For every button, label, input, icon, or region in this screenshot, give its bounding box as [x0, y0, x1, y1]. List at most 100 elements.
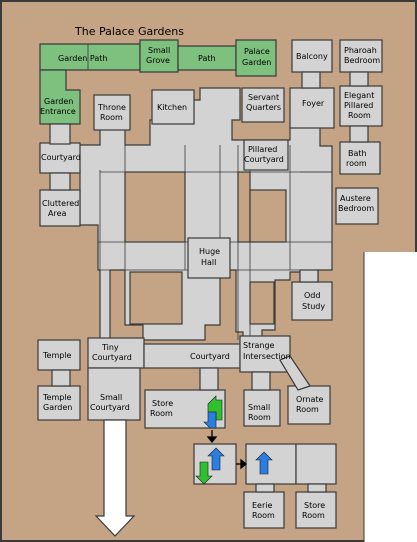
- label-balcony: Balcony: [296, 52, 328, 61]
- label-courtyard-mid: Courtyard: [190, 352, 230, 361]
- label-ornate-room: Ornate: [296, 395, 324, 404]
- strange-intersection-room: [239, 335, 291, 373]
- label-store-room-2: Store: [304, 501, 325, 510]
- label-kitchen: Kitchen: [157, 103, 187, 112]
- huge-hall-room: [187, 237, 231, 279]
- label-small-courtyard: Courtyard: [90, 403, 130, 412]
- label-elegant-pillared: Pillared: [344, 101, 373, 110]
- connector: [51, 369, 71, 387]
- connector: [349, 71, 369, 87]
- connector: [307, 483, 327, 493]
- bath-room: [339, 141, 381, 175]
- label-huge-hall: Huge: [199, 247, 220, 256]
- label-pillared-courtyard: Courtyard: [244, 155, 284, 164]
- inner-void-2: [129, 271, 183, 325]
- small-grove-room: [139, 39, 179, 73]
- label-huge-hall: Hall: [201, 258, 216, 267]
- label-bath-room: Bath: [348, 149, 367, 158]
- ornate-room: [287, 385, 331, 425]
- label-garden-path: Garden Path: [58, 54, 107, 63]
- small-courtyard-room: [87, 367, 141, 421]
- label-temple-garden: Temple: [42, 393, 72, 402]
- store-room-2: [295, 491, 337, 529]
- label-temple-garden: Garden: [43, 403, 72, 412]
- label-servant-quarters: Quarters: [246, 103, 281, 112]
- label-throne-room: Room: [100, 113, 123, 122]
- label-elegant-pillared: Elegant: [344, 91, 374, 100]
- connector: [301, 71, 321, 89]
- label-eerie-room: Eerie: [252, 501, 272, 510]
- label-throne-room: Throne: [97, 103, 126, 112]
- label-small-grove: Small: [148, 46, 170, 55]
- servant-quarters-room: [241, 87, 285, 123]
- label-odd-study: Study: [302, 302, 325, 311]
- label-cluttered-area: Cluttered: [42, 199, 79, 208]
- exit-arrow: [94, 419, 136, 537]
- label-small-courtyard: Small: [100, 393, 122, 402]
- cluttered-area-room: [39, 189, 81, 227]
- label-foyer: Foyer: [302, 99, 325, 108]
- label-palace-garden: Palace: [244, 47, 270, 56]
- label-small-room: Room: [248, 413, 271, 422]
- label-store-room-2: Room: [302, 511, 325, 520]
- label-store-room-1: Store: [152, 399, 173, 408]
- label-odd-study: Odd: [304, 291, 320, 300]
- label-servant-quarters: Servant: [248, 93, 279, 102]
- courtyard-mid-room: [143, 343, 241, 369]
- temple-garden-room: [37, 385, 81, 421]
- austere-bedroom-room: [335, 187, 379, 225]
- label-garden-entrance: Entrance: [40, 107, 76, 116]
- label-elegant-pillared: Room: [348, 111, 371, 120]
- inner-void-1: [124, 171, 186, 243]
- label-cluttered-area: Area: [48, 209, 67, 218]
- label-garden-entrance: Garden: [44, 97, 73, 106]
- odd-study-room: [291, 281, 333, 321]
- label-courtyard-left: Courtyard: [41, 153, 81, 162]
- label-pharoah-bedroom: Pharoah: [344, 46, 377, 55]
- pillared-courtyard-room: [243, 139, 289, 171]
- label-austere-bedroom: Bedroom: [338, 204, 374, 213]
- connector: [199, 367, 219, 391]
- label-eerie-room: Room: [252, 511, 275, 520]
- store-room-2-connector: [295, 443, 337, 485]
- label-bath-room: room: [346, 159, 367, 168]
- unmapped-area: [364, 252, 417, 542]
- connector: [255, 483, 275, 493]
- throne-room: [93, 94, 131, 131]
- connector: [349, 125, 369, 143]
- map-title: The Palace Gardens: [74, 25, 184, 38]
- inner-void-4: [249, 189, 287, 243]
- eerie-room: [243, 491, 285, 529]
- garden-entrance-room: [39, 69, 81, 125]
- label-ornate-room: Room: [296, 405, 319, 414]
- balcony-room: [291, 39, 333, 73]
- label-strange-intersection: Strange: [243, 341, 275, 350]
- label-pharoah-bedroom: Bedroom: [344, 56, 380, 65]
- label-small-room: Small: [248, 403, 270, 412]
- inner-void-5: [249, 281, 275, 325]
- stairs-icon: [255, 451, 273, 475]
- label-pillared-courtyard: Pillared: [248, 145, 277, 154]
- inner-void-3: [237, 171, 251, 243]
- stairs-icon: [203, 395, 223, 429]
- label-small-grove: Grove: [146, 56, 170, 65]
- stair-room-2: [245, 443, 297, 485]
- label-austere-bedroom: Austere: [340, 194, 371, 203]
- stairs-icon: [195, 447, 225, 485]
- connector: [49, 172, 71, 191]
- label-palace-garden: Garden: [242, 58, 271, 67]
- foyer-room: [289, 87, 335, 129]
- label-path: Path: [198, 54, 216, 63]
- label-temple: Temple: [42, 351, 72, 360]
- kitchen-room: [151, 89, 195, 125]
- ornate-corridor: [279, 355, 311, 391]
- palace-garden-room: [235, 39, 277, 77]
- label-tiny-courtyard: Tiny: [101, 343, 119, 352]
- connector: [49, 123, 71, 145]
- label-tiny-courtyard: Courtyard: [92, 353, 132, 362]
- connector: [251, 371, 271, 391]
- label-strange-intersection: Intersection: [243, 352, 291, 361]
- label-store-room-1: Room: [150, 409, 173, 418]
- connector: [299, 269, 319, 283]
